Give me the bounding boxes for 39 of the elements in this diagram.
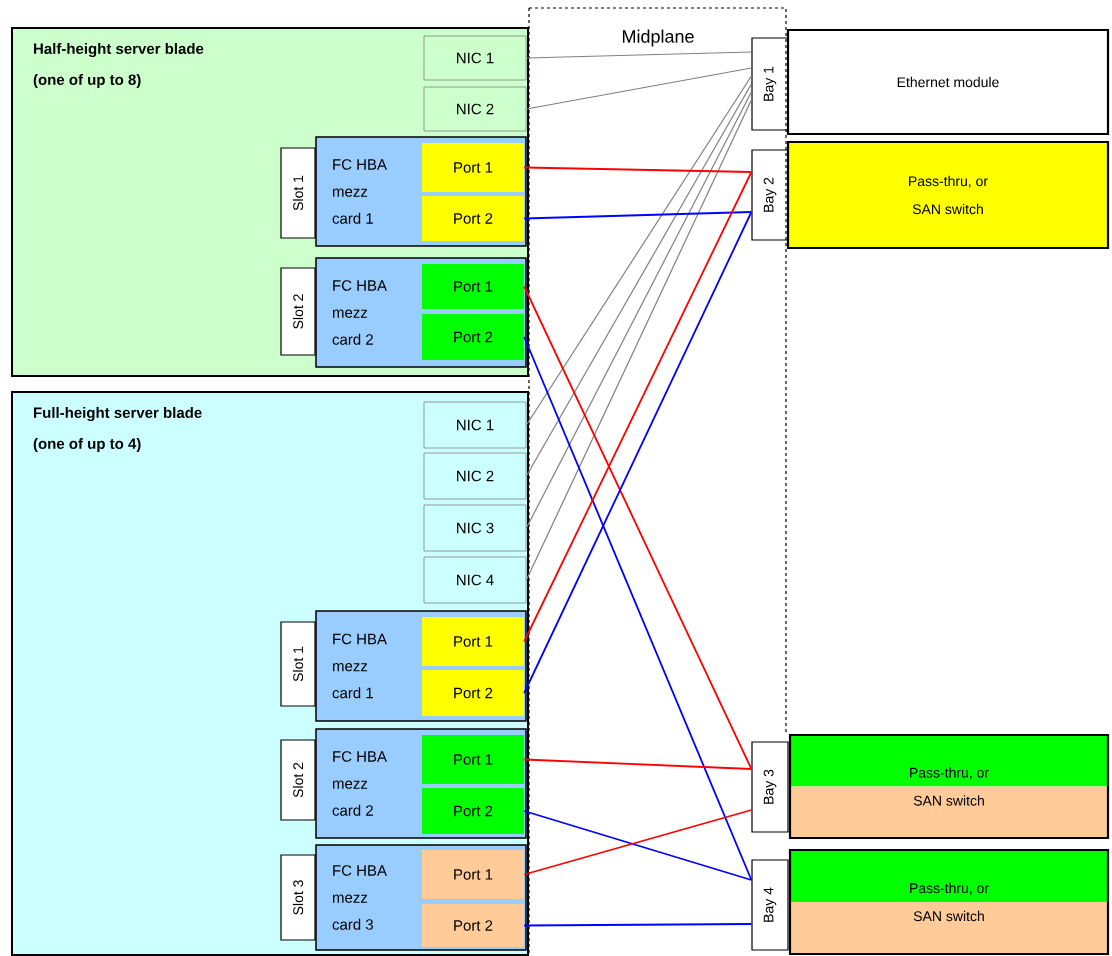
connection-line xyxy=(525,67,752,110)
port-box: Port 1 xyxy=(422,143,524,192)
module-box: Pass-thru, or SAN switch xyxy=(786,140,1110,250)
connection-line xyxy=(525,51,752,59)
connection-line xyxy=(523,166,753,173)
connection-line xyxy=(523,923,753,927)
port-box: Port 1 xyxy=(422,617,524,666)
nic-box: NIC 1 xyxy=(423,401,527,449)
port-box: Port 2 xyxy=(422,904,524,947)
port-box: Port 1 xyxy=(422,735,524,784)
slot-tab: Slot 1 xyxy=(280,621,316,707)
slot-tab: Slot 2 xyxy=(280,739,316,821)
connection-line xyxy=(523,211,753,220)
connection-line xyxy=(523,758,753,770)
module-box: Pass-thru, or SAN switch xyxy=(788,733,1110,840)
nic-box: NIC 2 xyxy=(423,452,527,500)
connection-line xyxy=(523,285,753,770)
midplane-label: Midplane xyxy=(622,29,694,47)
bay-box: Bay 1 xyxy=(751,37,789,131)
port-box: Port 2 xyxy=(422,788,524,834)
nic-box: NIC 3 xyxy=(423,504,527,552)
connection-line xyxy=(523,336,753,881)
bay-box: Bay 3 xyxy=(751,741,789,833)
module-box: Pass-thru, or SAN switch xyxy=(788,848,1110,956)
port-box: Port 1 xyxy=(422,850,524,899)
port-box: Port 2 xyxy=(422,196,524,241)
port-box: Port 2 xyxy=(422,314,524,360)
connection-line xyxy=(523,171,753,643)
bay-box: Bay 4 xyxy=(751,859,789,951)
slot-tab: Slot 2 xyxy=(280,267,316,356)
nic-box: NIC 1 xyxy=(423,35,527,81)
nic-box: NIC 2 xyxy=(423,86,527,132)
bay-box: Bay 2 xyxy=(751,149,789,241)
port-box: Port 1 xyxy=(422,264,524,309)
slot-tab: Slot 3 xyxy=(280,854,316,941)
connection-line xyxy=(523,211,753,694)
nic-box: NIC 4 xyxy=(423,556,527,604)
port-box: Port 2 xyxy=(422,670,524,716)
slot-tab: Slot 1 xyxy=(280,147,316,239)
